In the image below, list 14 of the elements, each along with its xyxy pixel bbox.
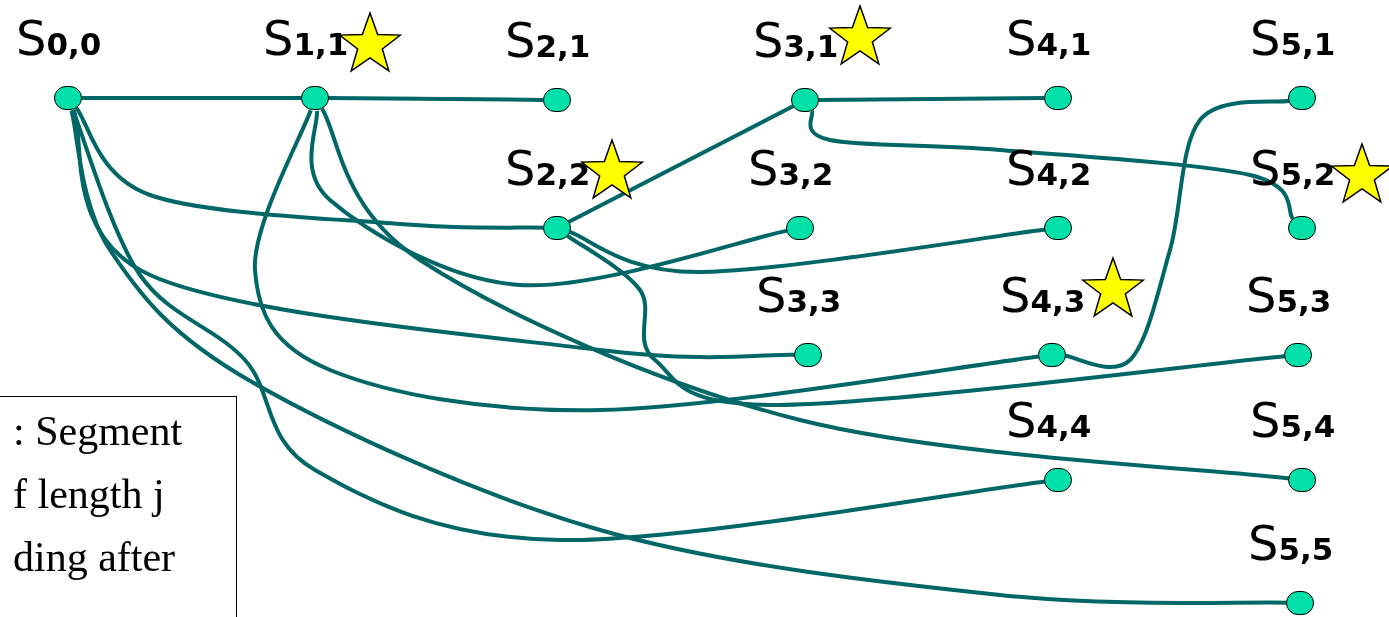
connector-line [74, 106, 545, 230]
text-box [0, 396, 237, 617]
connector-line [328, 96, 544, 102]
connector-line [81, 96, 302, 100]
connector-line [1064, 98, 1290, 369]
connector-line [567, 104, 795, 224]
connector-line [817, 96, 1046, 102]
connector-line [566, 234, 1286, 407]
connector-line [320, 108, 1290, 481]
connector-line [253, 109, 1040, 413]
connector-line [309, 110, 788, 288]
connector-line [69, 110, 1288, 605]
box-text: : Segment f length j ding after [13, 407, 184, 582]
connector-line [808, 110, 1295, 220]
